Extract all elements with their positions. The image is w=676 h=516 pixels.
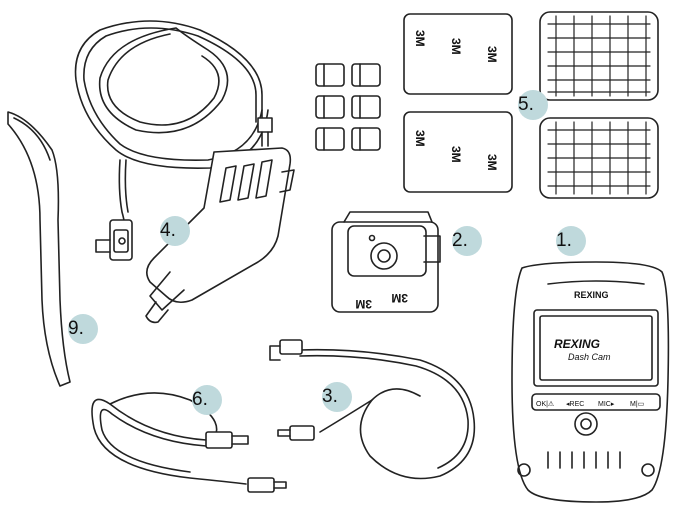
mount-brand-text: 3M <box>391 291 408 305</box>
dashcam-btn-mic: MIC▸ <box>598 401 615 408</box>
dash-cam-text: REXING REXING Dash Cam OK|⚠ ◂REC MIC▸ M|… <box>536 290 644 408</box>
dashcam-btn-rec: ◂REC <box>566 401 584 408</box>
dashcam-screen-logo: REXING <box>554 337 600 351</box>
pad-brand-text: 3M <box>413 130 427 147</box>
dashcam-screen-sub: Dash Cam <box>568 352 611 362</box>
label-item-2: 2. <box>452 226 482 256</box>
adhesive-pads <box>403 13 513 193</box>
usb-cable-short <box>269 339 476 480</box>
dashcam-btn-menu: M|▭ <box>630 401 644 408</box>
adhesive-pad-brand-marks: 3M 3M 3M 3M 3M 3M <box>413 30 499 171</box>
label-item-3: 3. <box>322 382 352 412</box>
dashcam-logo-top: REXING <box>574 290 609 300</box>
pry-tool <box>7 111 71 387</box>
mount-brand-marks: 3M 3M <box>355 291 408 311</box>
pad-brand-text: 3M <box>485 46 499 63</box>
label-item-9: 9. <box>68 314 98 344</box>
label-item-4: 4. <box>160 216 190 246</box>
car-charger <box>74 20 295 324</box>
pad-brand-text: 3M <box>449 38 463 55</box>
cable-clips <box>315 63 381 151</box>
label-item-1: 1. <box>556 226 586 256</box>
label-item-6: 6. <box>192 385 222 415</box>
pad-brand-text: 3M <box>413 30 427 47</box>
pad-brand-text: 3M <box>485 154 499 171</box>
label-item-5: 5. <box>518 90 548 120</box>
pad-brand-text: 3M <box>449 146 463 163</box>
hook-pads <box>539 11 659 199</box>
usb-cable-long <box>91 392 287 493</box>
mount <box>331 211 441 313</box>
dashcam-btn-ok: OK|⚠ <box>536 400 554 408</box>
dash-cam <box>511 261 670 503</box>
mount-brand-text: 3M <box>355 297 372 311</box>
